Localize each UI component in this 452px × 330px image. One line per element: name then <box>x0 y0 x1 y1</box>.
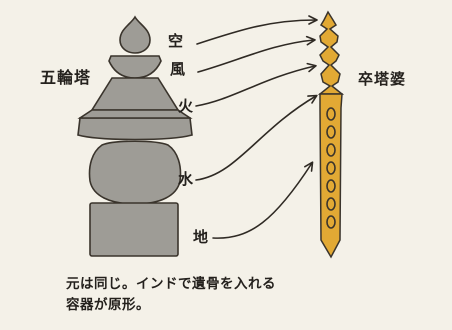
sotoba-title: 卒塔婆 <box>358 70 407 88</box>
part-label-wind: 風 <box>170 60 187 78</box>
sotoba-ring-2 <box>326 125 336 139</box>
arrow-earth <box>212 161 314 239</box>
part-label-sky: 空 <box>168 32 185 50</box>
sotoba-body <box>319 93 343 259</box>
part-label-fire: 火 <box>178 97 195 115</box>
gorinto-wind-crescent <box>108 55 162 79</box>
caption-line-2: 容器が原形。 <box>66 297 150 313</box>
sotoba-plank <box>317 10 345 259</box>
gorinto-pagoda <box>77 15 193 257</box>
sotoba-ring-6 <box>326 197 336 211</box>
arrow-water <box>195 94 318 181</box>
gorinto-fire-roof-eave <box>77 117 193 141</box>
sotoba-ring-1 <box>326 107 336 121</box>
gorinto-water-sphere <box>88 140 182 205</box>
arrow-fire <box>195 62 317 107</box>
arrow-sky <box>196 15 318 45</box>
sotoba-carved-top <box>317 10 345 95</box>
gorinto-earth-cube <box>89 202 179 257</box>
sotoba-ring-5 <box>326 179 336 193</box>
gorinto-fire-roof <box>90 77 180 111</box>
gorinto-title: 五輪塔 <box>40 68 92 87</box>
sotoba-ring-4 <box>326 161 336 175</box>
arrow-wind <box>197 35 316 73</box>
sotoba-ring-7 <box>326 215 336 229</box>
part-label-earth: 地 <box>193 228 210 246</box>
part-label-water: 水 <box>178 170 195 188</box>
sotoba-ring-3 <box>326 143 336 157</box>
caption-line-1: 元は同じ。インドで遺骨を入れる <box>66 276 276 292</box>
gorinto-sky-jewel <box>119 15 151 54</box>
